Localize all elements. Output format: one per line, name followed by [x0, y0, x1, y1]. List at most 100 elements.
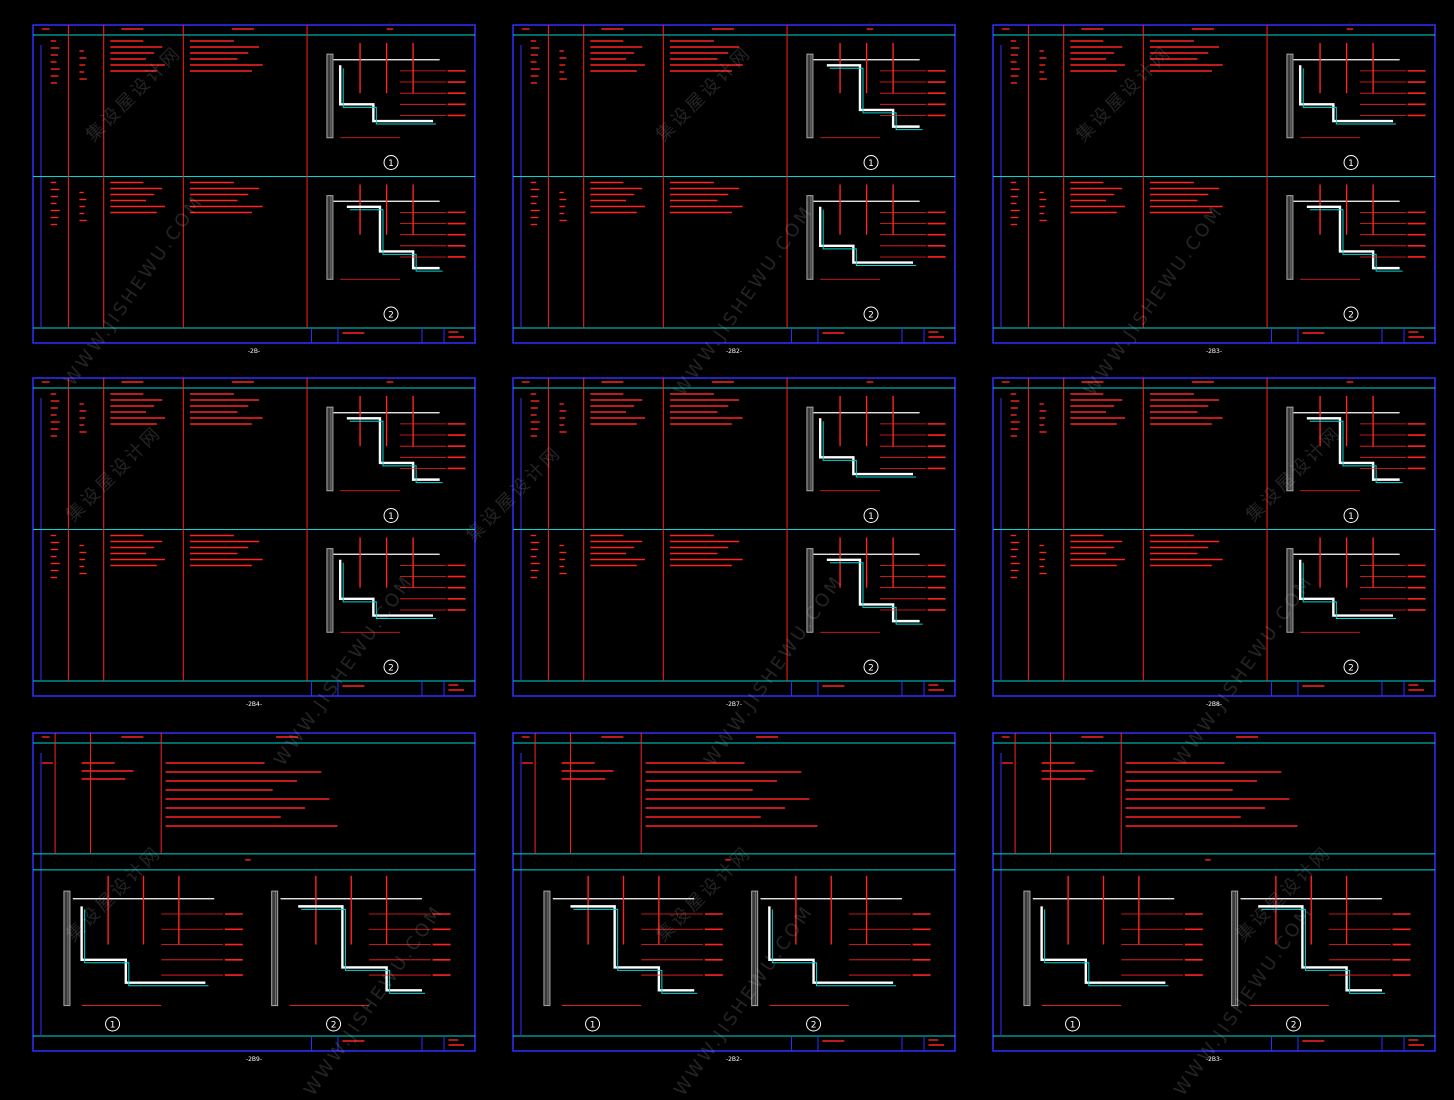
- drawing-sheet: 12: [512, 24, 956, 344]
- hatch-outline: [806, 195, 814, 280]
- ceiling-profile-inner: [829, 67, 923, 131]
- page-number: -2B3-: [1206, 348, 1222, 355]
- section-detail: [1023, 875, 1203, 1007]
- page-number: -2B2-: [726, 1056, 742, 1063]
- hatch-outline: [806, 53, 814, 139]
- hatch-outline: [63, 890, 71, 1007]
- detail-marker-label: 1: [868, 159, 874, 169]
- detail-marker: [383, 659, 399, 675]
- ceiling-profile: [1306, 205, 1400, 270]
- detail-marker-label: 2: [1348, 664, 1354, 674]
- sheet-frame: [512, 377, 956, 697]
- detail-marker: [863, 306, 879, 322]
- ceiling-profile: [1298, 65, 1394, 123]
- section-detail: [271, 875, 451, 1007]
- hatch-block: [1023, 890, 1031, 1007]
- section-detail: [806, 184, 946, 280]
- page-number: -2B7-: [726, 701, 742, 708]
- hatch-block: [326, 195, 334, 280]
- drawing-sheet: 12: [992, 24, 1436, 344]
- ceiling-profile: [826, 558, 920, 623]
- ceiling-profile-inner: [1261, 908, 1385, 994]
- hatch-block: [326, 406, 334, 492]
- ceiling-profile: [818, 418, 914, 476]
- ceiling-profile-inner: [342, 562, 437, 620]
- detail-marker: [1343, 508, 1359, 523]
- sheet-frame: [512, 24, 956, 344]
- detail-marker: [863, 659, 879, 675]
- ceiling-profile-inner: [1302, 68, 1397, 125]
- detail-marker: [1065, 1016, 1081, 1032]
- hatch-block: [1286, 406, 1294, 492]
- detail-marker: [806, 1016, 822, 1032]
- section-detail: [806, 537, 946, 633]
- detail-marker-label: 1: [388, 159, 394, 169]
- detail-marker: [383, 508, 399, 523]
- section-detail: [751, 875, 931, 1007]
- hatch-block: [806, 53, 814, 139]
- section-detail: [63, 875, 243, 1007]
- drawing-sheet: 12: [32, 377, 476, 697]
- section-detail: [326, 184, 466, 280]
- detail-marker: [383, 306, 399, 322]
- detail-marker-label: 1: [388, 512, 394, 522]
- hatch-block: [63, 890, 71, 1007]
- ceiling-profile: [1040, 906, 1166, 984]
- section-detail: [1286, 537, 1426, 633]
- hatch-outline: [326, 548, 334, 633]
- cad-sheet-grid: 12-2B-12-2B2-12-2B3-12-2B4-12-2B7-12-2B8…: [32, 24, 1436, 1063]
- hatch-outline: [1286, 195, 1294, 280]
- ceiling-profile: [298, 905, 422, 992]
- page-number: -2B8-: [1206, 701, 1222, 708]
- hatch-outline: [806, 406, 814, 492]
- hatch-outline: [271, 890, 279, 1007]
- hatch-block: [326, 548, 334, 633]
- hatch-block: [1286, 195, 1294, 280]
- hatch-block: [326, 53, 334, 139]
- detail-marker-label: 1: [1070, 1021, 1076, 1031]
- sheet-frame: [32, 377, 476, 697]
- detail-marker: [1286, 1016, 1302, 1032]
- ceiling-profile: [346, 417, 440, 481]
- hatch-outline: [326, 195, 334, 280]
- sheet-frame: [992, 377, 1436, 697]
- detail-marker-label: 1: [1348, 159, 1354, 169]
- page-number: -2B-: [248, 348, 260, 355]
- section-detail: [1286, 43, 1426, 139]
- section-detail: [1286, 184, 1426, 280]
- ceiling-profile-inner: [1302, 562, 1397, 620]
- detail-marker-label: 1: [1348, 512, 1354, 522]
- hatch-block: [806, 406, 814, 492]
- detail-marker: [585, 1016, 601, 1032]
- section-detail: [806, 43, 946, 139]
- ceiling-profile-inner: [301, 908, 425, 994]
- ceiling-profile-inner: [829, 562, 923, 625]
- detail-marker-label: 1: [868, 512, 874, 522]
- page-number: -2B2-: [726, 348, 742, 355]
- sheet-frame: [32, 24, 476, 344]
- section-detail: [326, 396, 466, 492]
- ceiling-profile-inner: [822, 421, 917, 478]
- detail-marker: [326, 1016, 342, 1032]
- detail-marker-label: 2: [388, 311, 394, 321]
- ceiling-profile: [818, 206, 914, 264]
- page-number: -2B4-: [246, 701, 262, 708]
- detail-marker: [1343, 659, 1359, 675]
- hatch-outline: [1023, 890, 1031, 1007]
- detail-marker-label: 2: [811, 1021, 817, 1031]
- drawing-sheet: 12: [992, 377, 1436, 697]
- section-detail: [326, 537, 466, 633]
- hatch-block: [751, 890, 759, 1007]
- hatch-block: [543, 890, 551, 1007]
- hatch-outline: [1286, 53, 1294, 139]
- detail-marker-label: 2: [331, 1021, 337, 1031]
- detail-marker-label: 2: [868, 311, 874, 321]
- ceiling-profile-inner: [84, 909, 209, 987]
- hatch-outline: [326, 53, 334, 139]
- sheet-frame: [992, 24, 1436, 344]
- hatch-outline: [326, 406, 334, 492]
- hatch-block: [1286, 548, 1294, 633]
- hatch-outline: [1286, 406, 1294, 492]
